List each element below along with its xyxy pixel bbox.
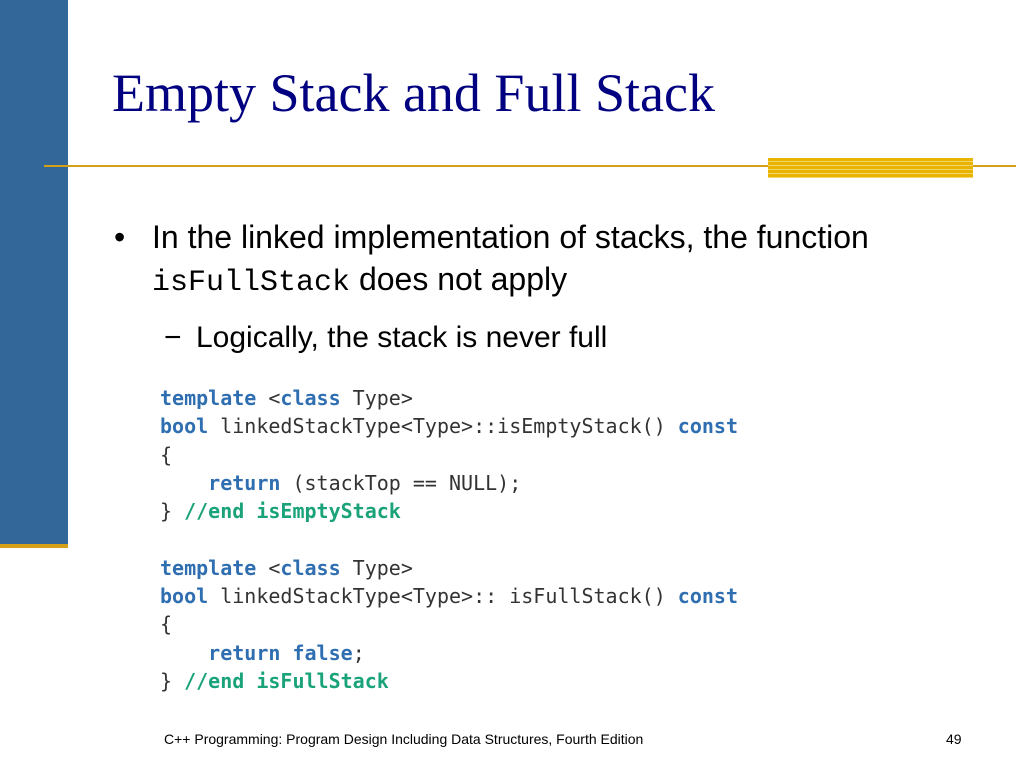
code-keyword: class <box>280 555 341 580</box>
code-text: < <box>256 386 281 410</box>
code-line: { <box>160 441 738 469</box>
code-text: Type> <box>340 555 413 580</box>
code-line: template <class Type> <box>160 554 738 582</box>
code-text <box>280 641 292 665</box>
code-line: return (stackTop == NULL); <box>160 469 738 497</box>
code-keyword: const <box>677 584 738 609</box>
code-keyword: template <box>160 555 257 580</box>
code-line: bool linkedStackType<Type>::isEmptyStack… <box>160 412 738 440</box>
code-block: template <class Type>bool linkedStackTyp… <box>160 384 738 695</box>
code-keyword: template <box>160 386 257 410</box>
code-keyword: bool <box>160 584 209 609</box>
bullet-marker: • <box>114 219 126 255</box>
title-underline-rule <box>44 165 1016 167</box>
code-keyword: bool <box>160 414 209 439</box>
code-keyword: class <box>280 386 341 410</box>
bullet-text-after: does not apply <box>350 261 568 297</box>
title-accent-block <box>768 158 973 178</box>
bullet-text-before: In the linked implementation of stacks, … <box>152 219 869 255</box>
code-keyword: return <box>208 640 281 665</box>
sub-bullet-text: Logically, the stack is never full <box>196 321 608 354</box>
bullet-text: In the linked implementation of stacks, … <box>152 216 952 304</box>
side-bar <box>0 0 68 548</box>
slide-title: Empty Stack and Full Stack <box>112 63 715 123</box>
code-keyword: false <box>292 640 353 665</box>
bullet-code-term: isFullStack <box>152 266 351 300</box>
footer-text: C++ Programming: Program Design Includin… <box>164 731 644 747</box>
code-comment: //end isFullStack <box>184 668 389 693</box>
code-keyword: return <box>208 470 281 495</box>
code-text: (stackTop == NULL); <box>280 470 522 495</box>
code-text: } <box>160 499 185 524</box>
code-text: linkedStackType<Type>:: isFullStack() <box>208 584 678 609</box>
code-text: Type> <box>340 386 413 410</box>
code-text: < <box>256 555 281 580</box>
page-number: 49 <box>946 731 962 747</box>
code-line: { <box>160 610 738 638</box>
code-keyword: const <box>677 414 738 439</box>
code-text <box>160 641 208 665</box>
code-line: bool linkedStackType<Type>:: isFullStack… <box>160 582 738 610</box>
code-comment: //end isEmptyStack <box>184 499 401 524</box>
code-text: linkedStackType<Type>::isEmptyStack() <box>208 414 678 439</box>
code-line <box>160 525 738 553</box>
code-line: template <class Type> <box>160 384 738 412</box>
code-text <box>160 471 208 495</box>
code-text: { <box>160 612 173 637</box>
side-bar-accent-line <box>0 544 68 548</box>
code-text: ; <box>352 640 365 665</box>
sub-bullet-marker: − <box>164 321 182 354</box>
code-text: { <box>160 442 173 467</box>
code-line: } //end isFullStack <box>160 667 738 695</box>
code-text: } <box>160 668 185 693</box>
code-line: return false; <box>160 639 738 667</box>
code-line: } //end isEmptyStack <box>160 497 738 525</box>
